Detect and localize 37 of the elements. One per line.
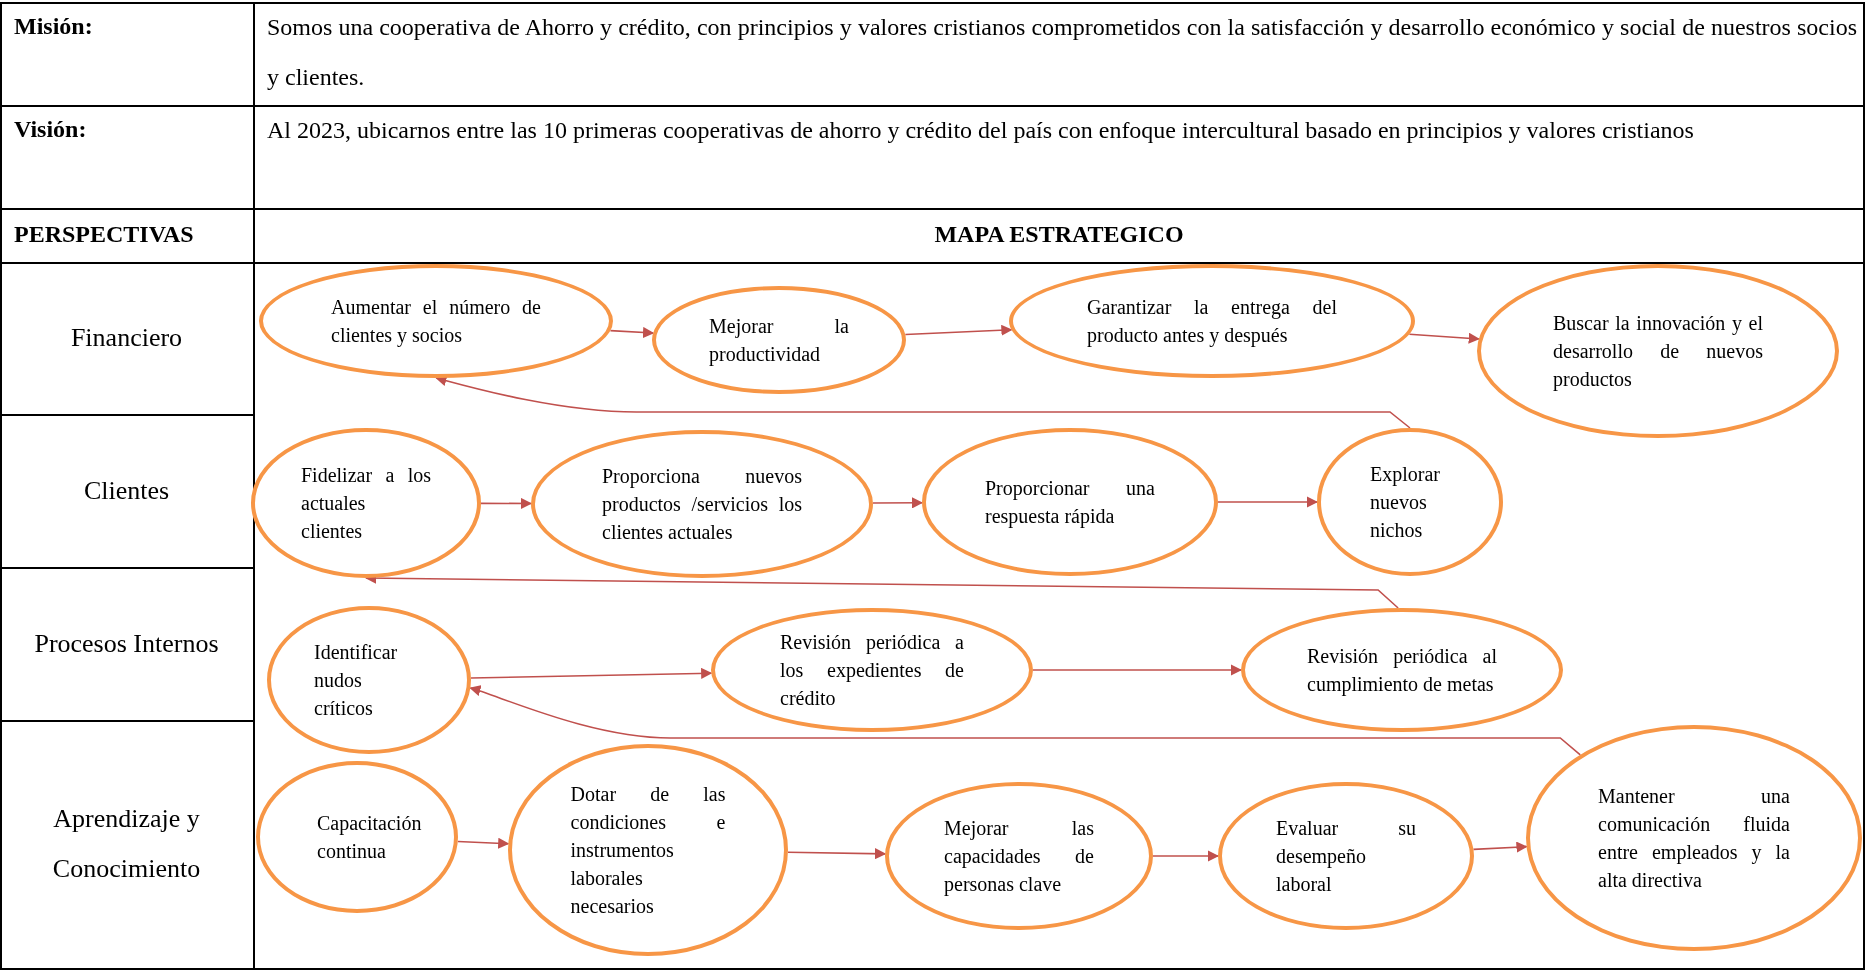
- objective-ellipse: Mejorar las capacidades de personas clave: [885, 782, 1153, 930]
- arrow: [457, 837, 510, 849]
- column-heading: PERSPECTIVAS: [13, 220, 195, 249]
- objective-ellipse: Aumentar el número de clientes y socios: [259, 264, 613, 378]
- column-heading: MAPA ESTRATEGICO: [933, 220, 1185, 249]
- objective-ellipse: Identificar nudos críticos: [267, 606, 471, 754]
- objective-ellipse: Dotar de las condiciones e instrumentos laborales necesarios: [508, 744, 788, 956]
- objective-ellipse: Garantizar la entrega del producto antes y después: [1009, 264, 1415, 378]
- objective-ellipse: Fidelizar a los actuales clientes: [251, 428, 481, 578]
- arrow: [787, 848, 887, 860]
- vision-text: Al 2023, ubicarnos entre las 10 primeras cooperativas de ahorro y crédito del país con enfoque intercultural basado en principios y valores cristianos: [266, 116, 1695, 145]
- arrow: [1217, 496, 1319, 508]
- objective-ellipse: Proporcionar una respuesta rápida: [922, 428, 1218, 576]
- objective-ellipse: Capacitación continua: [256, 761, 458, 913]
- arrow: [1032, 664, 1243, 676]
- arrow: [469, 685, 1582, 756]
- arrow: [480, 497, 533, 510]
- objective-ellipse: Revisión periódica a los expedientes de crédito: [711, 608, 1033, 732]
- arrow: [1472, 841, 1528, 853]
- perspective-label: Procesos Internos: [33, 627, 220, 660]
- arrow: [872, 497, 924, 509]
- objective-ellipse: Buscar la innovación y el desarrollo de nuevos productos: [1477, 264, 1839, 438]
- mission-text: Somos una cooperativa de Ahorro y crédito, con principios y valores cristianos comprometidos con la satisfacción y desarrollo económico y social de nuestros socios y clientes.: [266, 13, 1858, 92]
- objective-ellipse: Proporciona nuevos productos /servicios los clientes actuales: [531, 430, 873, 578]
- objective-ellipse: Explorar nuevos nichos: [1317, 428, 1503, 576]
- perspective-label: Financiero: [69, 322, 184, 354]
- objective-ellipse: Mejorar la productividad: [652, 286, 906, 394]
- arrow: [470, 667, 713, 679]
- objective-ellipse: Mantener una comunicación fluida entre empleados y la alta directiva: [1526, 725, 1862, 951]
- perspective-label: Aprendizaje y Conocimiento: [51, 803, 202, 885]
- objective-ellipse: Revisión periódica al cumplimiento de metas: [1241, 608, 1563, 732]
- arrow: [1152, 850, 1220, 862]
- row-heading: Misión:: [13, 12, 94, 41]
- row-heading: Visión:: [13, 115, 88, 144]
- perspective-label: Clientes: [82, 474, 171, 507]
- objective-ellipse: Evaluar su desempeño laboral: [1218, 782, 1474, 930]
- arrow: [435, 375, 1411, 429]
